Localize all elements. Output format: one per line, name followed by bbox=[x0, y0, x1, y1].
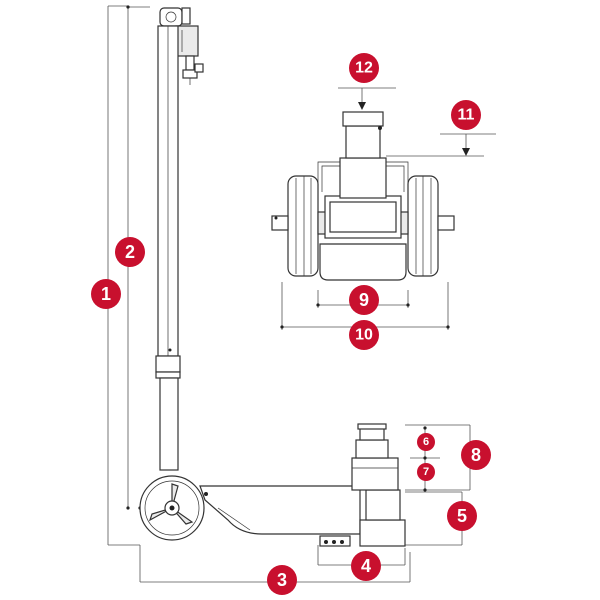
svg-text:6: 6 bbox=[423, 436, 429, 448]
callout-3: 3 bbox=[267, 565, 297, 595]
svg-text:5: 5 bbox=[457, 506, 467, 526]
callout-6: 6 bbox=[417, 433, 435, 451]
svg-text:8: 8 bbox=[471, 445, 481, 465]
svg-text:11: 11 bbox=[458, 107, 475, 124]
svg-text:4: 4 bbox=[361, 556, 371, 576]
svg-text:1: 1 bbox=[101, 284, 111, 304]
callout-10: 10 bbox=[349, 320, 379, 350]
callout-badges: 1 2 3 4 5 6 7 8 bbox=[91, 53, 491, 595]
callout-12: 12 bbox=[349, 53, 379, 83]
svg-text:12: 12 bbox=[355, 60, 373, 77]
callout-1: 1 bbox=[91, 279, 121, 309]
callout-11: 11 bbox=[451, 100, 481, 130]
svg-text:2: 2 bbox=[125, 242, 135, 262]
callout-9: 9 bbox=[349, 285, 379, 315]
front-view-jack bbox=[271, 87, 496, 330]
svg-text:10: 10 bbox=[355, 327, 373, 344]
callout-5: 5 bbox=[447, 501, 477, 531]
svg-text:9: 9 bbox=[359, 290, 369, 310]
svg-text:7: 7 bbox=[423, 466, 429, 478]
svg-text:3: 3 bbox=[277, 570, 287, 590]
callout-2: 2 bbox=[115, 237, 145, 267]
callout-4: 4 bbox=[351, 551, 381, 581]
callout-7: 7 bbox=[417, 463, 435, 481]
side-view-jack bbox=[139, 7, 406, 547]
callout-8: 8 bbox=[461, 440, 491, 470]
